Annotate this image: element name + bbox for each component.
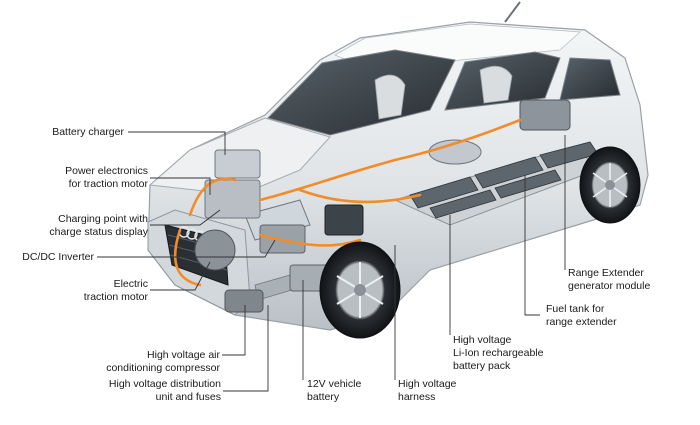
side-window-rear — [559, 57, 621, 101]
vehicle-battery-12v — [324, 204, 364, 236]
rear-wheel — [579, 146, 641, 224]
seat-front — [374, 74, 406, 120]
label-hv-distribution: High voltage distribution unit and fuses — [108, 378, 221, 403]
label-hv-ac-compressor: High voltage air conditioning compressor — [106, 349, 220, 374]
windshield — [267, 49, 456, 136]
label-hv-harness: High voltage harness — [398, 378, 457, 403]
leader-lines — [97, 131, 566, 392]
label-fuel-tank: Fuel tank for range extender — [546, 303, 617, 328]
label-charging-point: Charging point with charge status displa… — [49, 213, 148, 238]
range-extender-module — [519, 99, 571, 131]
label-dcdc-inverter: DC/DC Inverter — [22, 251, 94, 263]
label-range-extender: Range Extender generator module — [568, 267, 651, 292]
seat-rear — [479, 65, 513, 104]
label-battery-charger: Battery charger — [52, 126, 124, 138]
battery-pack-modules — [409, 141, 599, 219]
label-hv-battery-pack: High voltage Li-Ion rechargeable battery… — [453, 334, 544, 372]
label-electric-motor: Electric traction motor — [83, 278, 148, 303]
roof-antenna — [504, 1, 521, 23]
hv-harness-cables — [173, 118, 522, 287]
label-12v-battery: 12V vehicle battery — [307, 378, 362, 403]
traction-motor — [194, 229, 236, 271]
ac-compressor — [224, 289, 264, 313]
power-electronics-unit — [204, 179, 261, 219]
label-power-electronics: Power electronics for traction motor — [65, 165, 148, 190]
battery-charger-unit — [214, 149, 261, 179]
front-wheel — [319, 241, 401, 339]
